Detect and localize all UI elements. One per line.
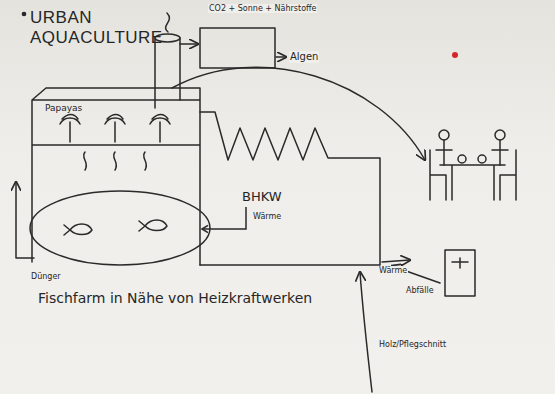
- arrowhead: [202, 225, 208, 232]
- flow-label: Holz/Pflegschnitt: [378, 340, 447, 349]
- bullet-dot: [22, 12, 25, 15]
- connector-label: Wärme: [252, 212, 282, 221]
- palm-trees: [60, 115, 170, 143]
- flow-label: Abfälle: [405, 286, 435, 295]
- flow-note: CO2 + Sonne + Nährstoffe: [208, 4, 317, 13]
- node-text: Papayas: [45, 103, 202, 113]
- flow-label: Wärme: [378, 266, 408, 275]
- greenhouse-node: Papayas: [30, 86, 202, 271]
- fish: [64, 224, 92, 235]
- heat-out-arrow: [382, 260, 410, 262]
- food-arrow: [172, 67, 425, 160]
- greenhouse-outline: [32, 88, 200, 265]
- fish-tank: [30, 191, 210, 265]
- restaurant-table: [430, 130, 516, 200]
- title: URBAN AQUACULTURE: [30, 8, 180, 47]
- algae-reactor: [200, 28, 275, 68]
- fish: [139, 220, 167, 231]
- node-text: BHKW: [242, 190, 282, 205]
- chp-building: [200, 112, 380, 265]
- output-label: Algen: [289, 51, 319, 63]
- fertilizer-loop: [16, 182, 34, 258]
- waste-bin: [445, 250, 475, 296]
- co2-arrow: [180, 43, 198, 45]
- heat-squiggles: [84, 152, 147, 170]
- smoke-squiggle: [166, 13, 170, 32]
- wood-arrow: [360, 272, 372, 392]
- flow-label: Dünger: [30, 272, 62, 281]
- caption: Fischfarm in Nähe von Heizkraftwerken: [38, 290, 312, 306]
- chp-node: BHKW: [238, 188, 286, 207]
- algae-arrow: [276, 56, 286, 58]
- heat-connector: [202, 207, 246, 229]
- red-dot: [452, 52, 458, 58]
- chimney: [155, 38, 180, 108]
